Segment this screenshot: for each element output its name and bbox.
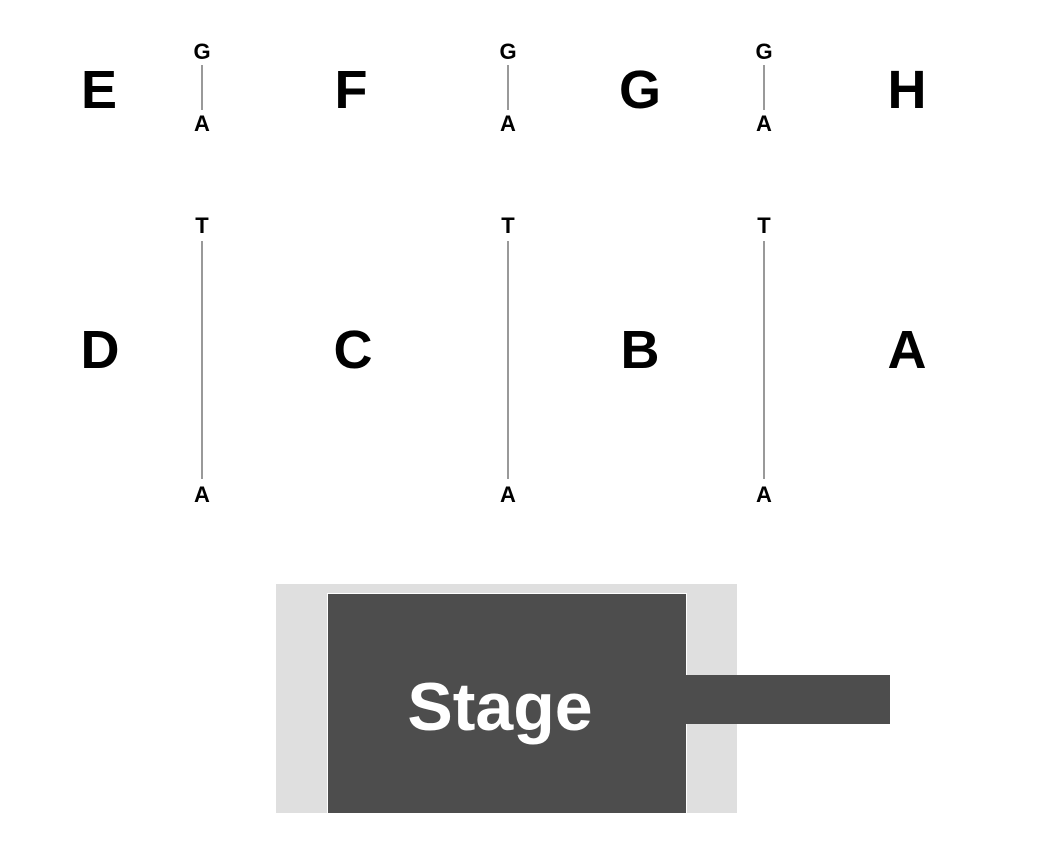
aisle-2-top-line (507, 65, 509, 110)
section-f-label[interactable]: F (334, 60, 368, 120)
aisle-3-top-line (763, 65, 765, 110)
aisle-3-bottom-end: A (756, 482, 772, 507)
section-g-label[interactable]: G (618, 60, 662, 120)
aisle-2-top-start: G (499, 39, 517, 64)
section-e-label[interactable]: E (80, 60, 118, 120)
stage (327, 593, 687, 813)
aisle-2-bottom-start: T (501, 213, 515, 238)
aisle-3-top-end: A (756, 111, 772, 136)
aisle-1-top-end: A (194, 111, 210, 136)
aisle-2-top-end: A (500, 111, 516, 136)
aisle-2-bottom-line (507, 241, 509, 479)
aisle-1-bottom-end: A (194, 482, 210, 507)
section-b-label[interactable]: B (620, 320, 660, 380)
aisle-1-top-start: G (193, 39, 211, 64)
aisle-1-bottom-line (201, 241, 203, 479)
aisle-1-bottom-start: T (195, 213, 209, 238)
aisle-1-top-line (201, 65, 203, 110)
aisle-2-bottom-end: A (500, 482, 516, 507)
stage-label: Stage (407, 669, 593, 745)
section-c-label[interactable]: C (333, 320, 373, 380)
section-a-label[interactable]: A (887, 320, 927, 380)
section-d-label[interactable]: D (80, 320, 120, 380)
aisle-3-bottom-line (763, 241, 765, 479)
aisle-3-bottom-start: T (757, 213, 771, 238)
aisle-3-top-start: G (755, 39, 773, 64)
section-h-label[interactable]: H (887, 60, 927, 120)
stage-runway (685, 675, 890, 724)
